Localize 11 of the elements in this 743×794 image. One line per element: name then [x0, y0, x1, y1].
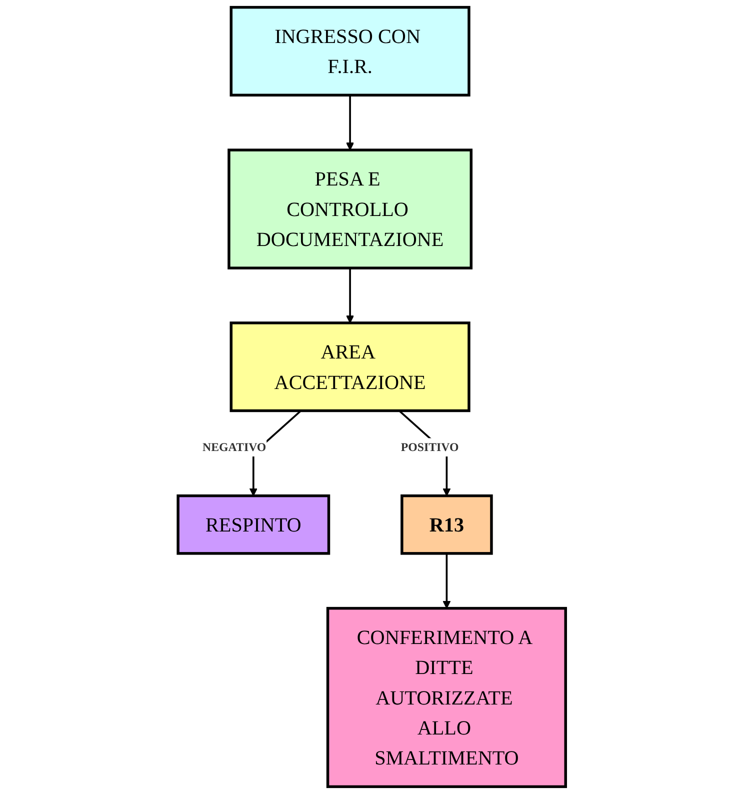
arrow — [346, 95, 354, 150]
node-box: INGRESSO CON F.I.R. — [229, 6, 470, 96]
arrow — [442, 553, 450, 609]
node-box: AREA ACCETTAZIONE — [229, 322, 470, 412]
node-box: RESPINTO — [176, 494, 330, 555]
arrow — [346, 268, 354, 324]
node-box: PESA E CONTROLLO DOCUMENTAZIONE — [227, 148, 472, 270]
edge-label: NEGATIVO — [202, 440, 266, 454]
node-box: CONFERIMENTO A DITTE AUTORIZZATE ALLO SMALTIMENTO — [326, 606, 567, 788]
edge-label: POSITIVO — [400, 440, 458, 454]
node-box: R13 — [400, 494, 492, 555]
